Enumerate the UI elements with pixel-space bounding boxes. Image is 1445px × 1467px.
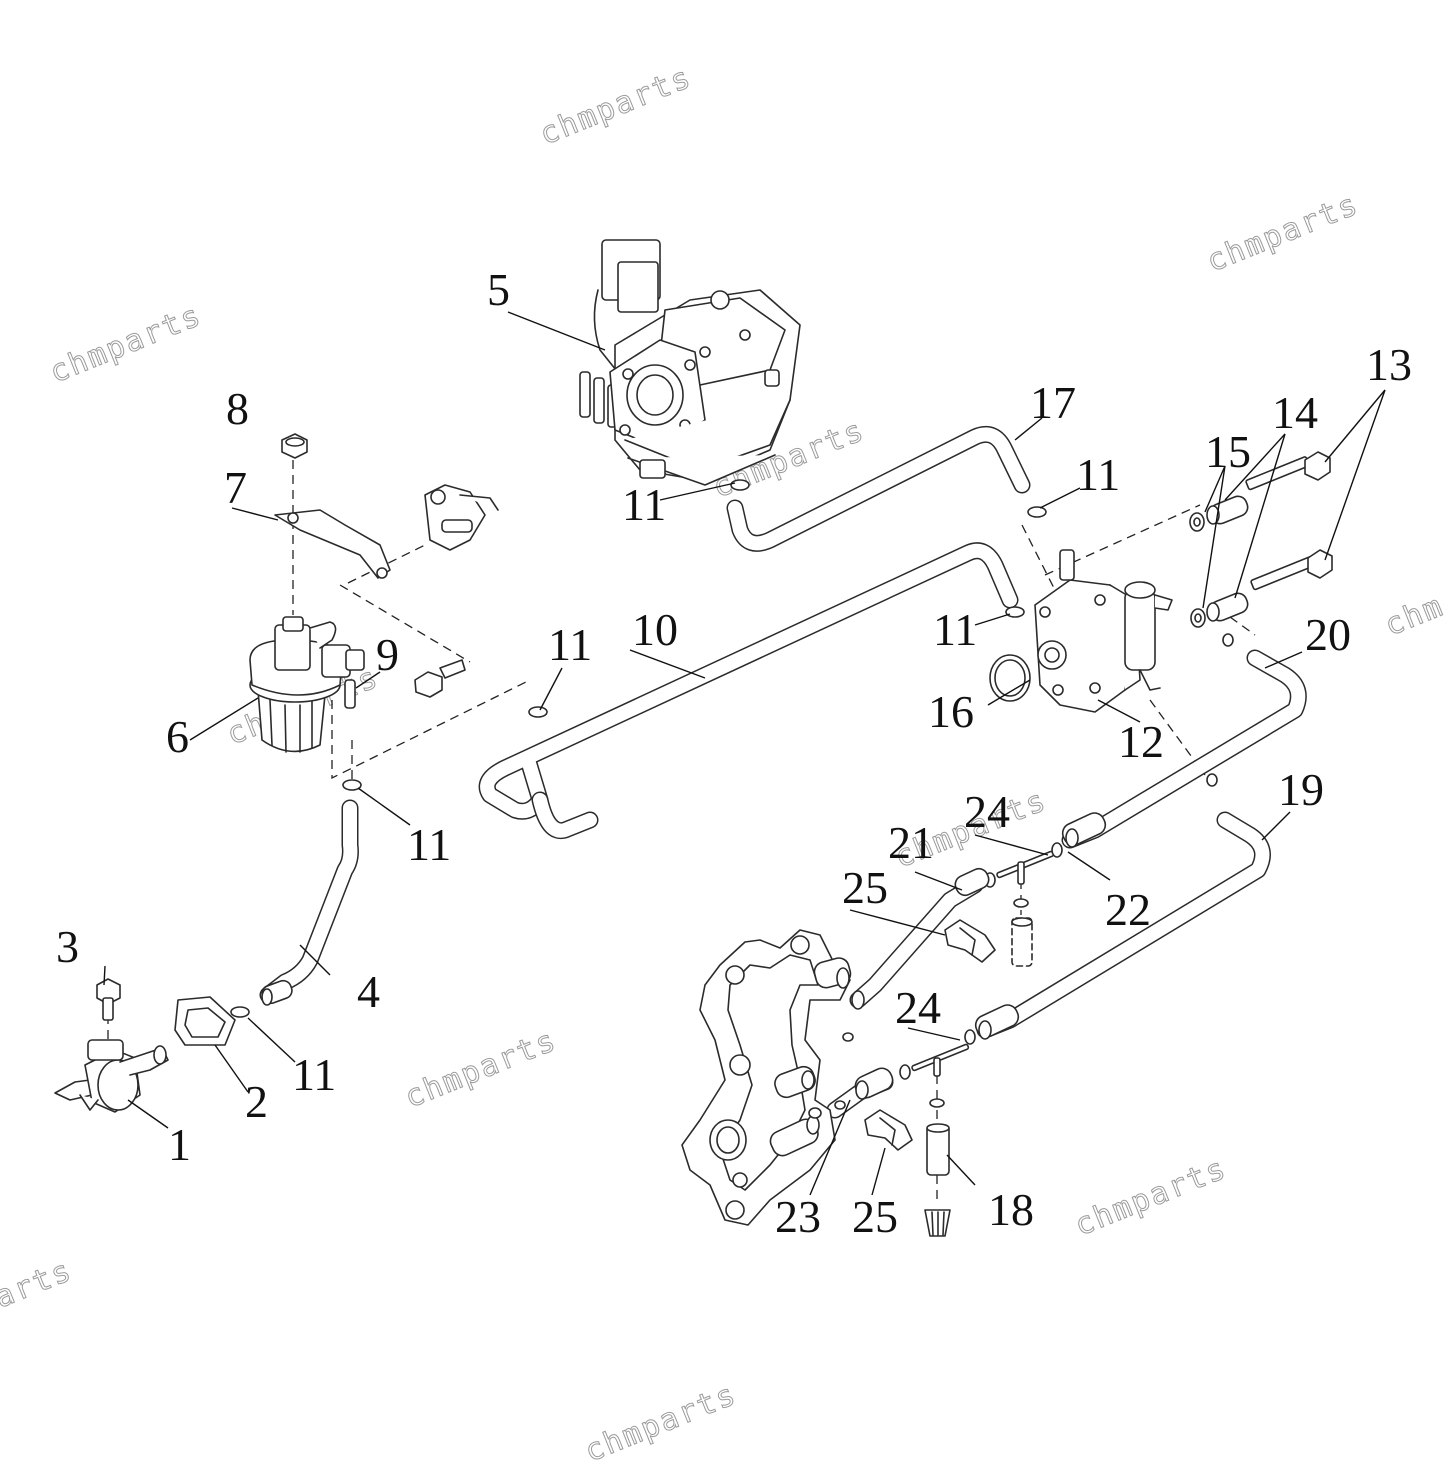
- callout-11d: 11: [548, 619, 592, 670]
- bracket: [274, 509, 391, 579]
- callout-11c: 11: [933, 604, 977, 655]
- gasket: [174, 996, 236, 1046]
- watermark: chmparts: [1202, 187, 1364, 280]
- watermark: arts: [0, 1253, 77, 1316]
- callout-22: 22: [1105, 884, 1151, 935]
- sleeves: [1206, 495, 1249, 622]
- bolt-3: [96, 978, 121, 1021]
- hose-20: [1061, 649, 1307, 849]
- long-bolts: [1245, 451, 1333, 591]
- fuel-connector: [54, 1039, 169, 1113]
- watermark: chmparts: [400, 1023, 562, 1116]
- tee-joint-lower: [899, 1029, 976, 1108]
- callout-11b: 11: [1076, 449, 1120, 500]
- callout-11e: 11: [407, 819, 451, 870]
- callout-9: 9: [376, 629, 399, 680]
- callout-14: 14: [1272, 387, 1318, 438]
- callout-17: 17: [1030, 377, 1076, 428]
- watermark: chmparts: [580, 1377, 742, 1462]
- callout-11a: 11: [622, 479, 666, 530]
- bolt-9: [414, 659, 466, 698]
- callout-19: 19: [1278, 764, 1324, 815]
- callout-1: 1: [168, 1119, 191, 1170]
- hose-19: [976, 811, 1271, 1039]
- callout-11f: 11: [292, 1049, 336, 1100]
- tee-joint-upper: [984, 842, 1063, 967]
- callout-21: 21: [888, 817, 934, 868]
- watermark: chm: [1380, 588, 1445, 643]
- callout-18: 18: [988, 1184, 1034, 1235]
- hose-clips: [230, 479, 1047, 1018]
- fuel-pump: [1034, 549, 1173, 713]
- o-ring: [989, 654, 1031, 702]
- callout-16: 16: [928, 686, 974, 737]
- hose-clamp-upper: [944, 919, 996, 963]
- callout-23: 23: [775, 1191, 821, 1242]
- callout-20: 20: [1305, 609, 1351, 660]
- nut: [281, 433, 308, 459]
- callout-4: 4: [357, 966, 380, 1017]
- fuel-filter: [249, 616, 365, 753]
- callouts: 1 2 3 4 5 6 7 8 9 10 11 11 11 11 11 11 1…: [56, 264, 1412, 1242]
- callout-3: 3: [56, 921, 79, 972]
- watermarks: chmparts chmparts chmparts chmparts chmp…: [0, 59, 1445, 1467]
- hose-clamp-lower: [864, 1109, 913, 1151]
- callout-24b: 24: [895, 982, 941, 1033]
- watermark: chmparts: [1070, 1151, 1232, 1244]
- washers: [1189, 512, 1206, 628]
- callout-15: 15: [1205, 426, 1251, 477]
- callout-25b: 25: [852, 1191, 898, 1242]
- watermark: chmparts: [45, 298, 207, 391]
- callout-10: 10: [632, 604, 678, 655]
- callout-7: 7: [224, 462, 247, 513]
- mounting-plate: [681, 929, 854, 1226]
- callout-6: 6: [166, 711, 189, 762]
- callout-25a: 25: [842, 862, 888, 913]
- inline-filter: [924, 1123, 951, 1237]
- small-clip: [1222, 633, 1234, 647]
- callout-8: 8: [226, 383, 249, 434]
- carburetor: [579, 239, 801, 486]
- callout-12: 12: [1118, 716, 1164, 767]
- callout-13: 13: [1366, 339, 1412, 390]
- hose-10: [478, 542, 1019, 840]
- hose-17: [726, 425, 1031, 552]
- hose-ends: [261, 812, 1107, 1100]
- callout-24a: 24: [964, 786, 1010, 837]
- watermark: chmparts: [535, 60, 697, 153]
- callout-5: 5: [487, 264, 510, 315]
- small-clip: [1206, 773, 1218, 787]
- clamp-block: [424, 484, 499, 551]
- leader-lines: [103, 311, 1386, 1196]
- callout-2: 2: [245, 1076, 268, 1127]
- hose-4: [259, 799, 359, 1004]
